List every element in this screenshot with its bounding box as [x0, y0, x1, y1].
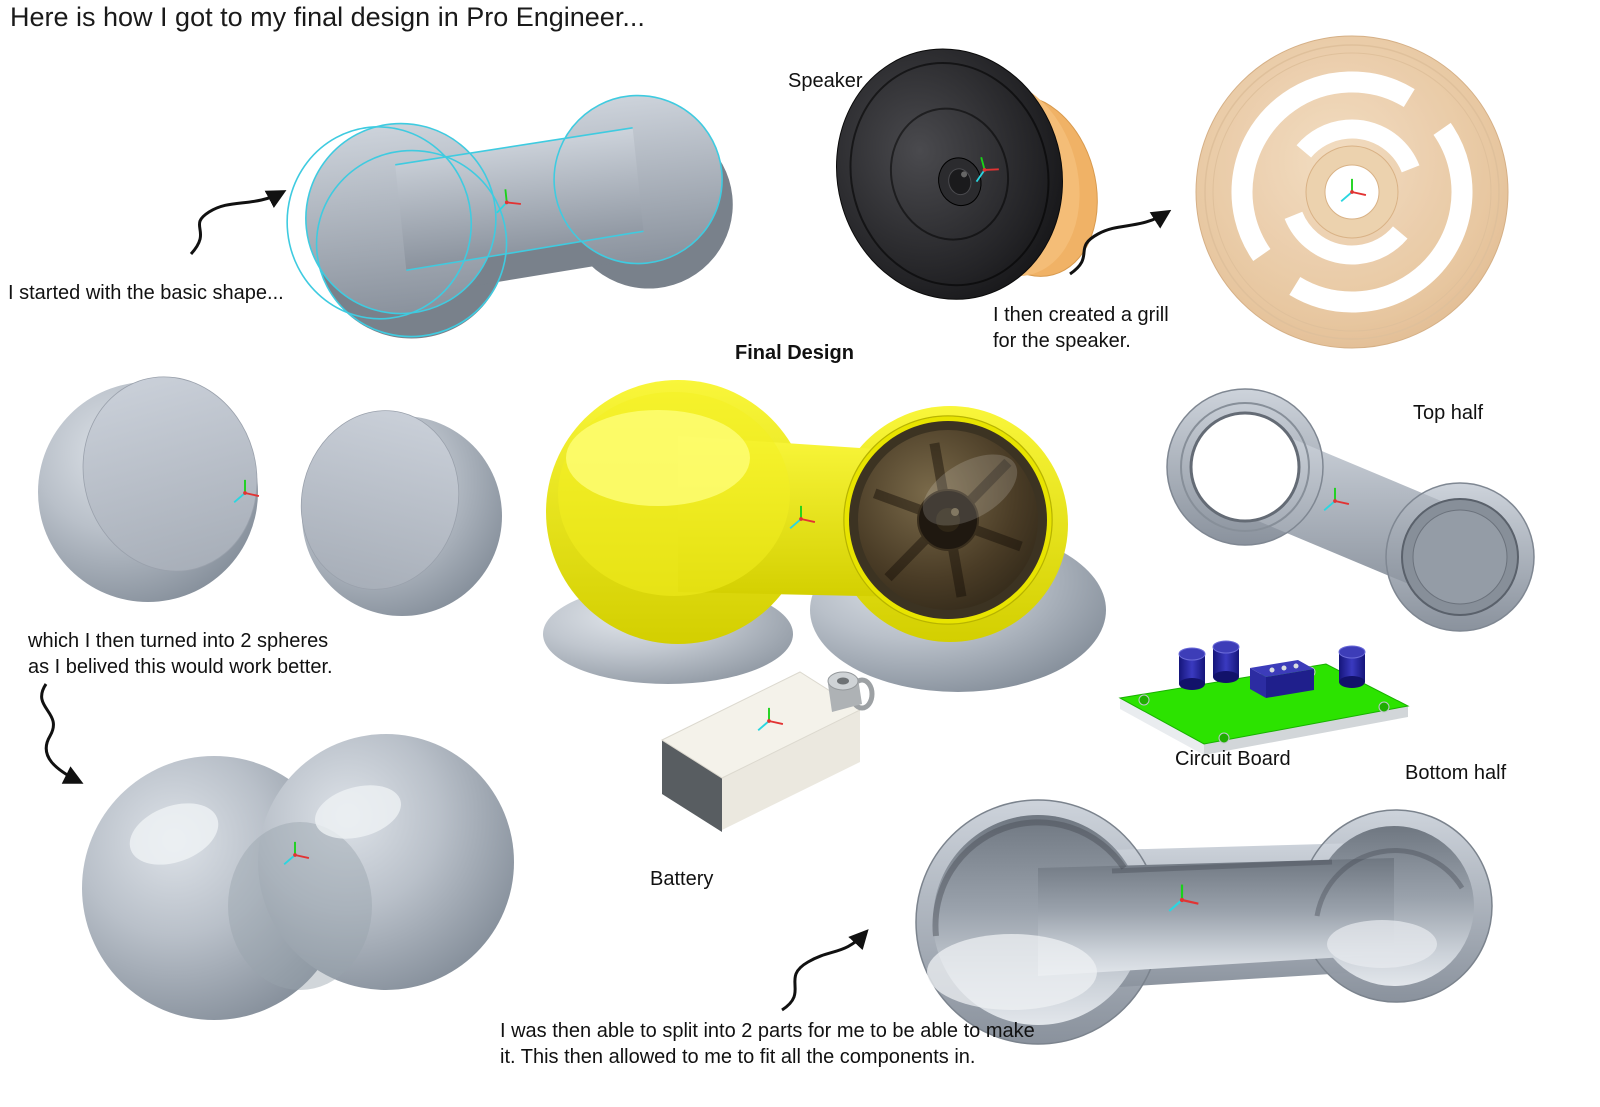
bottom-half-render — [915, 799, 1493, 1045]
caption-split-line2: it. This then allowed to me to fit all t… — [500, 1046, 976, 1069]
label-bottom-half: Bottom half — [1405, 762, 1507, 784]
curved-arrow-icon — [189, 190, 287, 256]
speaker-render — [835, 48, 1098, 300]
label-speaker: Speaker — [788, 70, 863, 92]
label-final-design: Final Design — [735, 342, 854, 364]
caption-grill-line2: for the speaker. — [993, 330, 1131, 353]
sketch-edges — [286, 94, 723, 338]
label-top-half: Top half — [1413, 402, 1484, 424]
curved-arrow-icon — [781, 929, 869, 1012]
capacitors — [1178, 640, 1366, 690]
grill-fins — [872, 442, 1023, 598]
two-spheres-render — [38, 376, 502, 616]
caption-spheres-line1: which I then turned into 2 spheres — [28, 630, 329, 652]
top-half-render — [1166, 388, 1535, 632]
caption-spheres-line2: as I belived this would work better. — [28, 656, 333, 679]
final-design-render — [543, 380, 1106, 692]
curved-arrow-icon — [1069, 209, 1172, 276]
caption-grill: I then created a grill for the speaker. — [993, 302, 1169, 355]
caption-split-line1: I was then able to split into 2 parts fo… — [500, 1020, 1035, 1042]
caption-spheres: which I then turned into 2 spheres as I … — [28, 628, 333, 681]
caption-grill-line1: I then created a grill — [993, 304, 1169, 326]
label-battery: Battery — [650, 868, 714, 890]
curved-arrow-icon — [40, 683, 84, 784]
basic-shape-render — [286, 94, 733, 339]
circuit-board-render — [1118, 640, 1410, 755]
merged-spheres-render — [82, 734, 514, 1020]
battery-terminal — [827, 671, 875, 712]
caption-basic-shape: I started with the basic shape... — [8, 282, 284, 304]
speaker-grill-render — [1195, 35, 1509, 349]
caption-split: I was then able to split into 2 parts fo… — [500, 1018, 1035, 1071]
connector-block — [1250, 660, 1314, 698]
label-circuit-board: Circuit Board — [1175, 748, 1291, 770]
page-title: Here is how I got to my final design in … — [10, 2, 645, 32]
battery-render — [660, 671, 875, 832]
